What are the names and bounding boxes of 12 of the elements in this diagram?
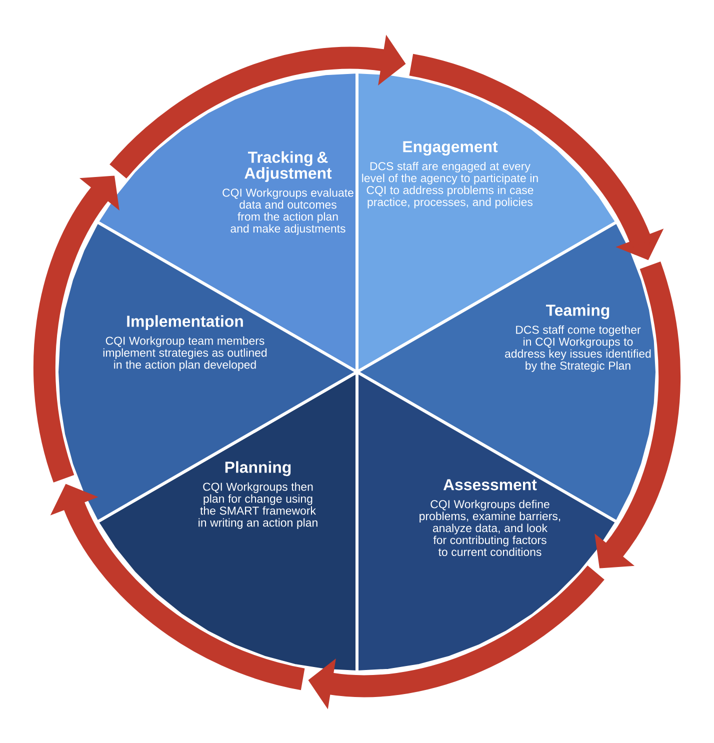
node-label: Tracking & Adjustment	[244, 151, 332, 182]
node-label: CQI Workgroups then plan for change using the SMART framework in writing an action plan	[198, 482, 318, 529]
node-label: Planning	[225, 461, 291, 476]
node-label: Assessment	[443, 479, 537, 490]
node-label: Engagement	[403, 141, 498, 156]
node-label: Teaming	[546, 304, 610, 320]
node-label: CQI Workgroups define problems, examine barriers, analyze data, and look for contributing factors to current conditions	[420, 500, 560, 556]
node-label: CQI Workgroup team members implement strategies as outlined in the action plan developed	[103, 336, 267, 371]
node-label: DCS staff come together in CQI Workgroups to address key issues identified by the Strategic Plan	[505, 325, 651, 372]
node-label: CQI Workgroups evaluate data and outcomes from the action plan and make adjustments	[222, 188, 354, 235]
node-label: Implementation	[127, 315, 243, 330]
node-label: DCS staff are engaged at every level of the agency to participate in CQI to address problems in case practice, processes, and policies	[362, 162, 538, 208]
